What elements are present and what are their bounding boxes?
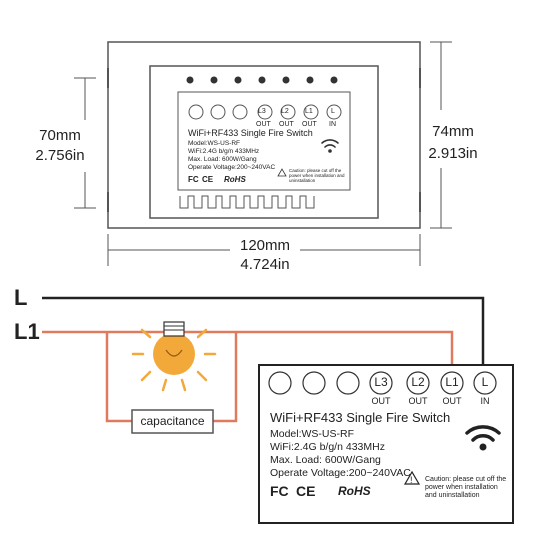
- small-module-model: Model:WS-US-RF: [188, 140, 241, 147]
- height-large-in: 2.913in: [428, 145, 478, 162]
- height-small-in: 2.756in: [35, 147, 85, 164]
- width-in: 4.724in: [240, 256, 290, 273]
- small-mark-ce: CE: [202, 175, 214, 184]
- module-max-load: Max. Load: 600W/Gang: [270, 454, 381, 466]
- small-terminal-label-4: L: [331, 108, 335, 115]
- small-module-voltage: Operate Voltage:200~240VAC: [188, 164, 276, 171]
- terminal-sub-l2: OUT: [408, 396, 428, 406]
- mark-fc-icon: FC: [270, 483, 289, 499]
- small-terminal-sub-4: IN: [329, 121, 336, 128]
- small-mark-rohs: RoHS: [224, 175, 246, 184]
- terminal-label-l3: L3: [374, 375, 388, 389]
- terminal-sub-l3: OUT: [371, 396, 391, 406]
- width-mm: 120mm: [239, 237, 291, 254]
- caution-text: Caution: please cut off the power when i…: [425, 476, 507, 499]
- terminal-label-l1: L1: [445, 375, 459, 389]
- small-terminal-sub-2: OUT: [279, 121, 294, 128]
- small-mark-fc: FC: [188, 175, 199, 184]
- small-module-wifi: WiFi:2.4G b/g/n 433MHz: [188, 148, 260, 155]
- module-title: WiFi+RF433 Single Fire Switch: [270, 410, 451, 425]
- height-large-mm: 74mm: [432, 123, 474, 140]
- terminal-label-l2: L2: [411, 375, 425, 389]
- bulb-icon: [131, 321, 217, 392]
- line-label: L: [14, 285, 28, 310]
- small-terminal-label-1: L3: [258, 108, 266, 115]
- terminal-sub-l1: OUT: [442, 396, 462, 406]
- mark-ce-icon: CE: [296, 483, 316, 499]
- svg-text:!: !: [410, 475, 413, 485]
- small-module-load: Max. Load: 600W/Gang: [188, 156, 257, 163]
- capacitance-label: capacitance: [140, 414, 205, 428]
- terminal-label-l: L: [481, 375, 489, 389]
- height-small-mm: 70mm: [39, 127, 81, 144]
- module-wifi: WiFi:2.4G b/g/n 433MHz: [270, 441, 385, 453]
- small-terminal-label-2: L2: [281, 108, 289, 115]
- mark-rohs-icon: RoHS: [338, 484, 371, 498]
- small-terminal-label-3: L1: [305, 108, 313, 115]
- module-voltage: Operate Voltage:200~240VAC: [270, 467, 411, 479]
- small-caution-text: Caution: please cut off the power when i…: [289, 168, 345, 183]
- terminal-sub-l: IN: [480, 396, 490, 406]
- small-terminal-sub-3: OUT: [302, 121, 317, 128]
- small-module-title: WiFi+RF433 Single Fire Switch: [188, 128, 313, 138]
- load-label: L1: [14, 319, 40, 344]
- module-model: Model:WS-US-RF: [270, 428, 355, 440]
- small-terminal-sub-1: OUT: [256, 121, 271, 128]
